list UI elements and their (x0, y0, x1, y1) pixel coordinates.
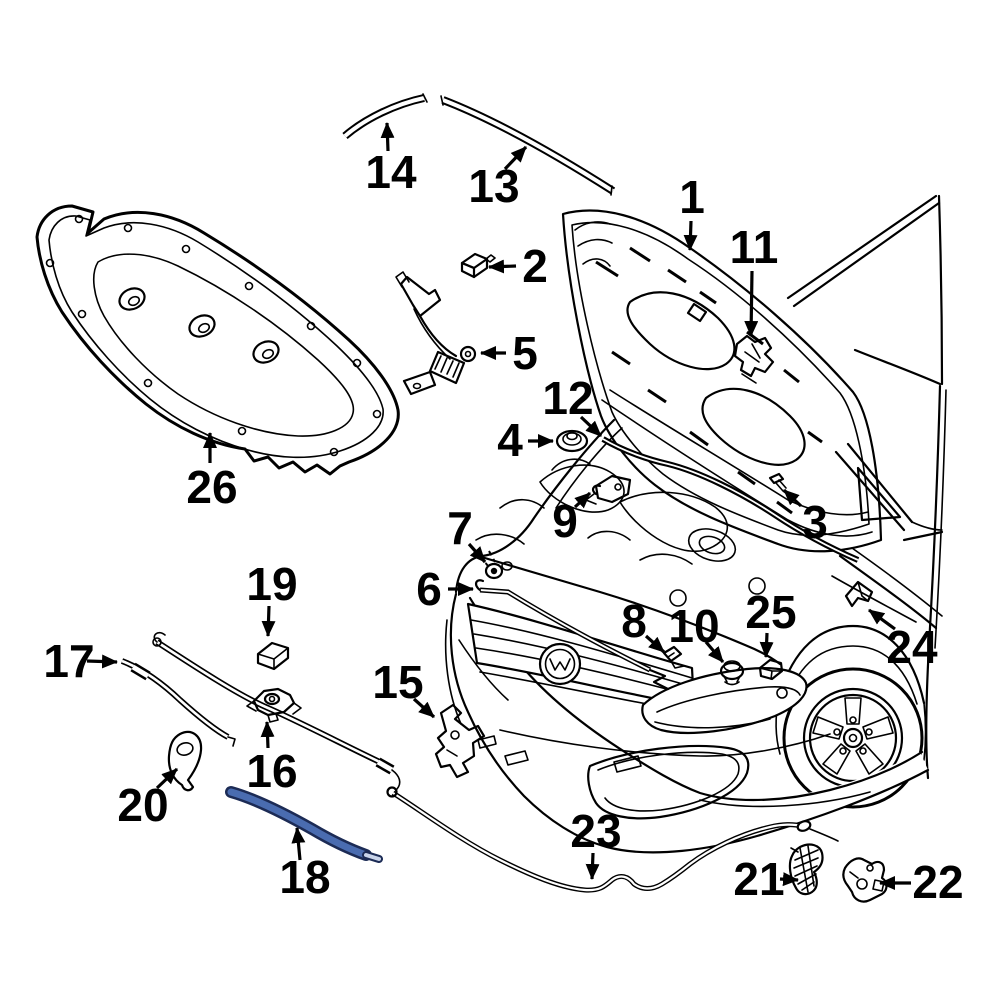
part-19-arrow (261, 605, 276, 637)
part-7-arrow (467, 542, 487, 564)
part-3-arrow (782, 488, 803, 508)
hood-latch-striker-art (686, 302, 775, 384)
part-26-label: 26 (186, 461, 237, 513)
part-18-arrow (291, 827, 306, 861)
grommet-7-art (479, 550, 513, 580)
part-11-label: 11 (730, 221, 779, 273)
release-cable-front-17-art (120, 658, 236, 747)
hood-hinge-5-art (395, 271, 477, 396)
part-16-label: 16 (246, 745, 297, 797)
part-6-label: 6 (416, 563, 442, 615)
clip-25-art (758, 658, 784, 681)
part-22-label: 22 (912, 856, 963, 908)
part-2-arrow (488, 259, 517, 274)
part-1-label: 1 (679, 171, 705, 223)
clip-8-art (662, 645, 685, 669)
front-wheel-art (782, 667, 924, 809)
vw-emblem (538, 642, 582, 686)
highlighted-cable-grommet-18 (225, 786, 383, 863)
part-17-arrow (86, 654, 118, 669)
part-23-arrow (585, 852, 600, 880)
part-25-arrow (759, 632, 774, 658)
bracket-15-art (434, 703, 486, 779)
engine-bay-art (454, 418, 782, 666)
part-11-arrow (744, 270, 759, 337)
part-9-label: 9 (552, 495, 578, 547)
part-16-arrow (260, 721, 275, 749)
part-21-label: 21 (733, 853, 784, 905)
spacer-19-art (256, 641, 290, 671)
handle-bracket-22-art (842, 857, 888, 903)
part-1-arrow (683, 220, 698, 251)
part-12-label: 12 (542, 372, 593, 424)
part-20-label: 20 (117, 779, 168, 831)
release-cable-mid-art (152, 631, 401, 790)
part-14-label: 14 (365, 146, 417, 198)
fender-arch-art (775, 624, 927, 761)
part-23-label: 23 (570, 805, 621, 857)
part-13-label: 13 (468, 160, 519, 212)
pad-rivets (45, 214, 382, 457)
release-cable-rear-23-art (386, 786, 839, 893)
front-bumper-art (444, 592, 930, 854)
part-20-arrow (155, 767, 179, 790)
part-24-arrow (868, 608, 896, 631)
hood-prop-rod-art (474, 579, 670, 691)
hood-ribs (595, 246, 823, 515)
part-7-label: 7 (447, 502, 473, 554)
part-2-label: 2 (522, 240, 548, 292)
pad-grommet-holes (118, 287, 280, 364)
part-12-arrow (579, 415, 603, 438)
headlight-art (641, 667, 808, 735)
part-10-arrow (704, 640, 725, 664)
cable-connector-16-art (246, 687, 302, 723)
bumper-stop-4-art (555, 429, 589, 453)
grommet-10-art (719, 660, 745, 686)
release-handle-21-art (788, 843, 824, 896)
hood-insulation-pad-art (35, 204, 400, 476)
part-15-label: 15 (372, 656, 423, 708)
grille-art (466, 602, 696, 708)
part-13-arrow (503, 145, 528, 171)
part-3-label: 3 (802, 496, 828, 548)
part-8-label: 8 (621, 595, 647, 647)
hood-panel-art (561, 209, 883, 553)
part-14-arrow (380, 122, 395, 152)
cowl-weatherstrip-art (601, 436, 860, 563)
part-15-arrow (412, 697, 436, 719)
release-handle-20-art (167, 730, 203, 792)
part-21-arrow (779, 872, 799, 887)
clip-2-art (460, 252, 496, 279)
part-5-label: 5 (512, 327, 538, 379)
lower-grille-art (587, 744, 750, 820)
part-4-label: 4 (497, 414, 523, 466)
part-9-arrow (573, 491, 592, 509)
part-10-label: 10 (668, 600, 719, 652)
hood-molding-14-art (342, 93, 428, 140)
part-24-label: 24 (886, 621, 938, 673)
windshield-apillar-art (786, 194, 944, 386)
buffer-24-art (844, 580, 874, 608)
part-18-label: 18 (279, 851, 330, 903)
part-17-label: 17 (43, 635, 94, 687)
hood-molding-13-art (440, 95, 616, 196)
hood-latch-9-art (585, 474, 632, 505)
part-25-label: 25 (745, 586, 796, 638)
part-8-arrow (644, 634, 666, 654)
part-19-label: 19 (246, 558, 297, 610)
